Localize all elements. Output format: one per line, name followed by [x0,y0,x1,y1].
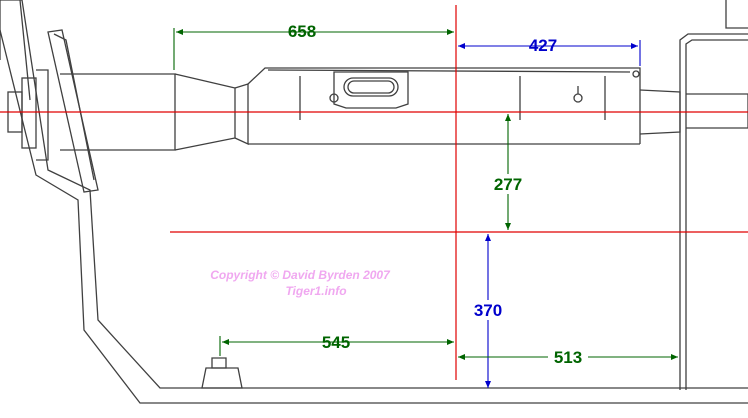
inspection-hatch [329,71,583,109]
copyright-line: Copyright © David Byrden 2007 [210,268,391,282]
dimension-658 [173,28,454,70]
drive-flange [7,29,99,193]
copyright-site: Tiger1.info [285,284,346,298]
dimension-label-370: 370 [474,301,502,320]
right-bulkhead [679,0,748,390]
shaft-housing [60,67,748,151]
dimension-label-427: 427 [529,36,557,55]
hull-frame [0,0,748,404]
floor-stud [201,357,243,389]
dimension-label-277: 277 [494,175,522,194]
dimension-label-658: 658 [288,22,316,41]
dimension-label-545: 545 [322,333,350,352]
reference-lines [0,5,748,380]
dimension-label-513: 513 [554,348,582,367]
dimension-427 [458,40,641,66]
dimension-545 [219,336,454,356]
